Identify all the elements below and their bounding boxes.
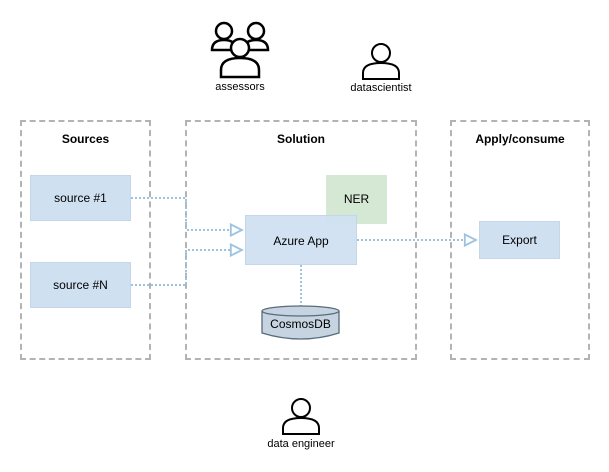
database-icon (261, 305, 340, 340)
actor-label-data-engineer: data engineer (267, 438, 335, 450)
source-1-node[interactable]: source #1 (30, 175, 131, 221)
ner-label: NER (343, 192, 370, 206)
cosmosdb-node[interactable]: CosmosDB (270, 317, 331, 331)
source-n-node[interactable]: source #N (30, 262, 131, 308)
solution-group-title: Solution (277, 132, 325, 146)
export-node[interactable]: Export (479, 221, 560, 259)
azure-app-node[interactable]: Azure App (245, 215, 357, 265)
solution-group: Solution (185, 120, 417, 360)
connector-sourceN-to-azure-app (131, 250, 242, 286)
connector-source1-to-azure-app (131, 197, 242, 230)
user-icon (282, 398, 320, 435)
user-icon (362, 43, 400, 80)
actor-label-assessors: assessors (215, 81, 265, 93)
sources-group-title: Sources (61, 132, 110, 146)
actor-label-datascientist: datascientist (350, 82, 412, 94)
users-group-icon (210, 21, 270, 79)
apply-consume-group-title: Apply/consume (475, 132, 565, 146)
sources-group: Sources (20, 120, 151, 360)
